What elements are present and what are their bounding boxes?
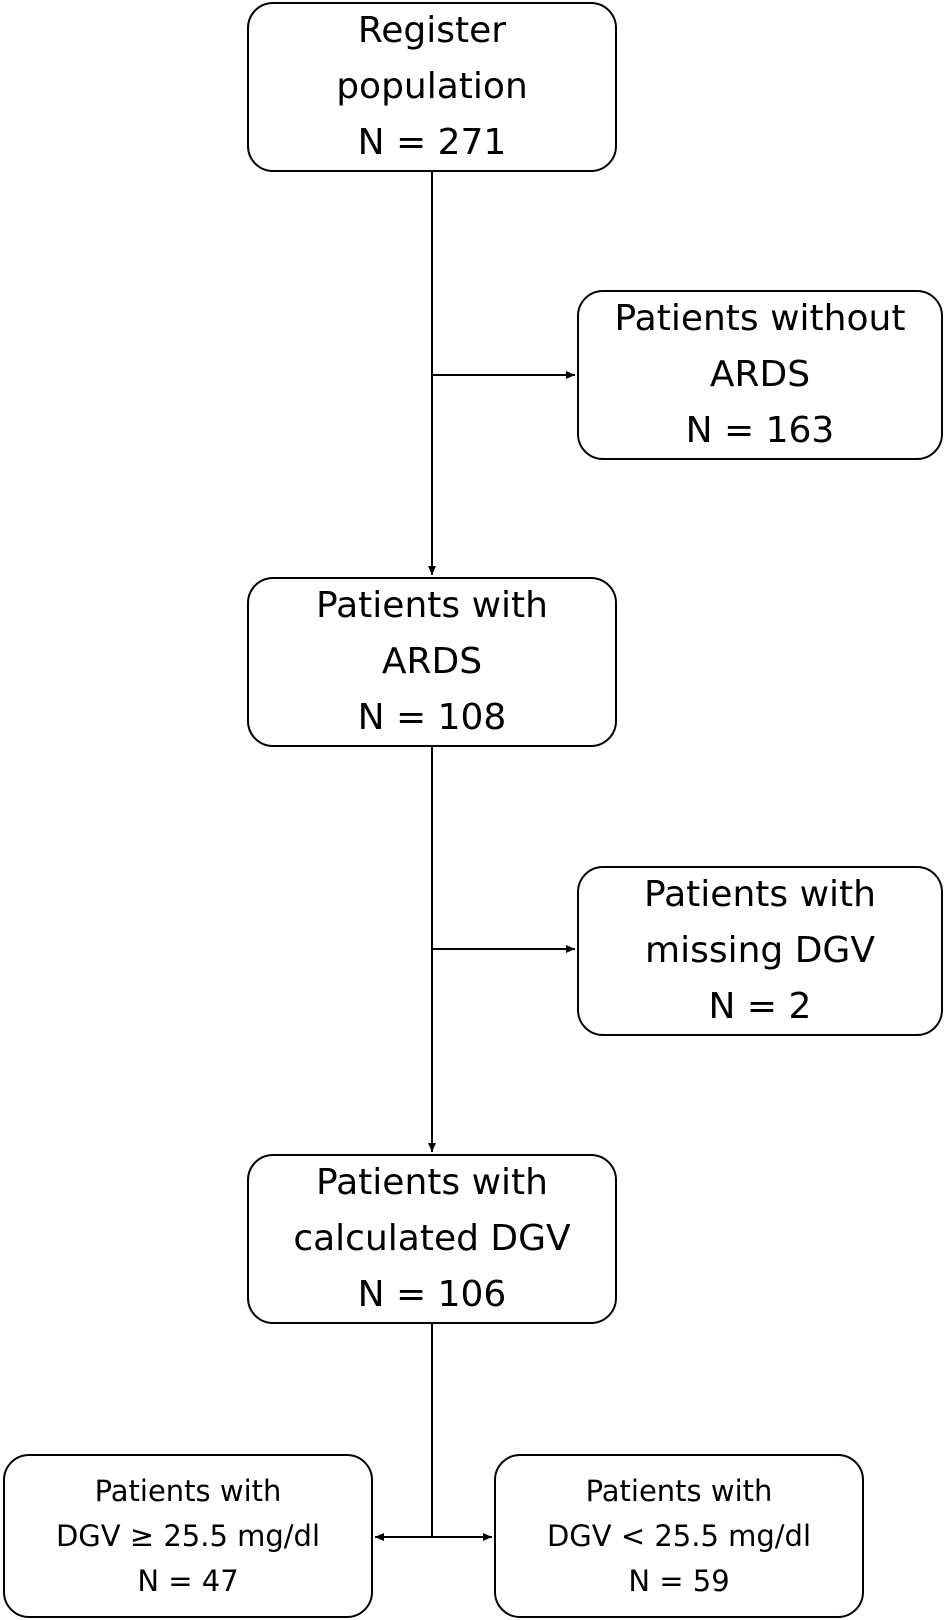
node-patients-missing-dgv: Patients with missing DGV N = 2 xyxy=(577,866,943,1036)
node-label: ARDS xyxy=(381,641,483,682)
node-patients-with-ards: Patients with ARDS N = 108 xyxy=(247,577,617,747)
node-label: Register xyxy=(357,10,507,51)
node-count: N = 108 xyxy=(357,697,507,738)
node-patients-dgv-high: Patients with DGV ≥ 25.5 mg/dl N = 47 xyxy=(3,1454,373,1618)
node-label: Patients without xyxy=(614,298,906,339)
node-count: N = 163 xyxy=(685,410,835,451)
node-count: N = 47 xyxy=(137,1563,239,1598)
node-register-population: Register population N = 271 xyxy=(247,2,617,172)
node-label: missing DGV xyxy=(645,930,875,971)
node-patients-dgv-low: Patients with DGV < 25.5 mg/dl N = 59 xyxy=(494,1454,864,1618)
node-label: ARDS xyxy=(709,354,811,395)
node-label: calculated DGV xyxy=(293,1218,571,1259)
node-label: Patients with xyxy=(316,1162,548,1203)
node-label: Patients with xyxy=(94,1473,282,1508)
node-label: Patients with xyxy=(585,1473,773,1508)
node-label: DGV < 25.5 mg/dl xyxy=(546,1518,812,1553)
node-count: N = 2 xyxy=(708,986,812,1027)
node-label: population xyxy=(336,66,528,107)
node-label: Patients with xyxy=(644,874,876,915)
node-count: N = 59 xyxy=(628,1563,730,1598)
node-label: DGV ≥ 25.5 mg/dl xyxy=(55,1518,321,1553)
node-count: N = 271 xyxy=(357,122,507,163)
node-patients-calculated-dgv: Patients with calculated DGV N = 106 xyxy=(247,1154,617,1324)
node-label: Patients with xyxy=(316,585,548,626)
node-count: N = 106 xyxy=(357,1274,507,1315)
node-patients-without-ards: Patients without ARDS N = 163 xyxy=(577,290,943,460)
